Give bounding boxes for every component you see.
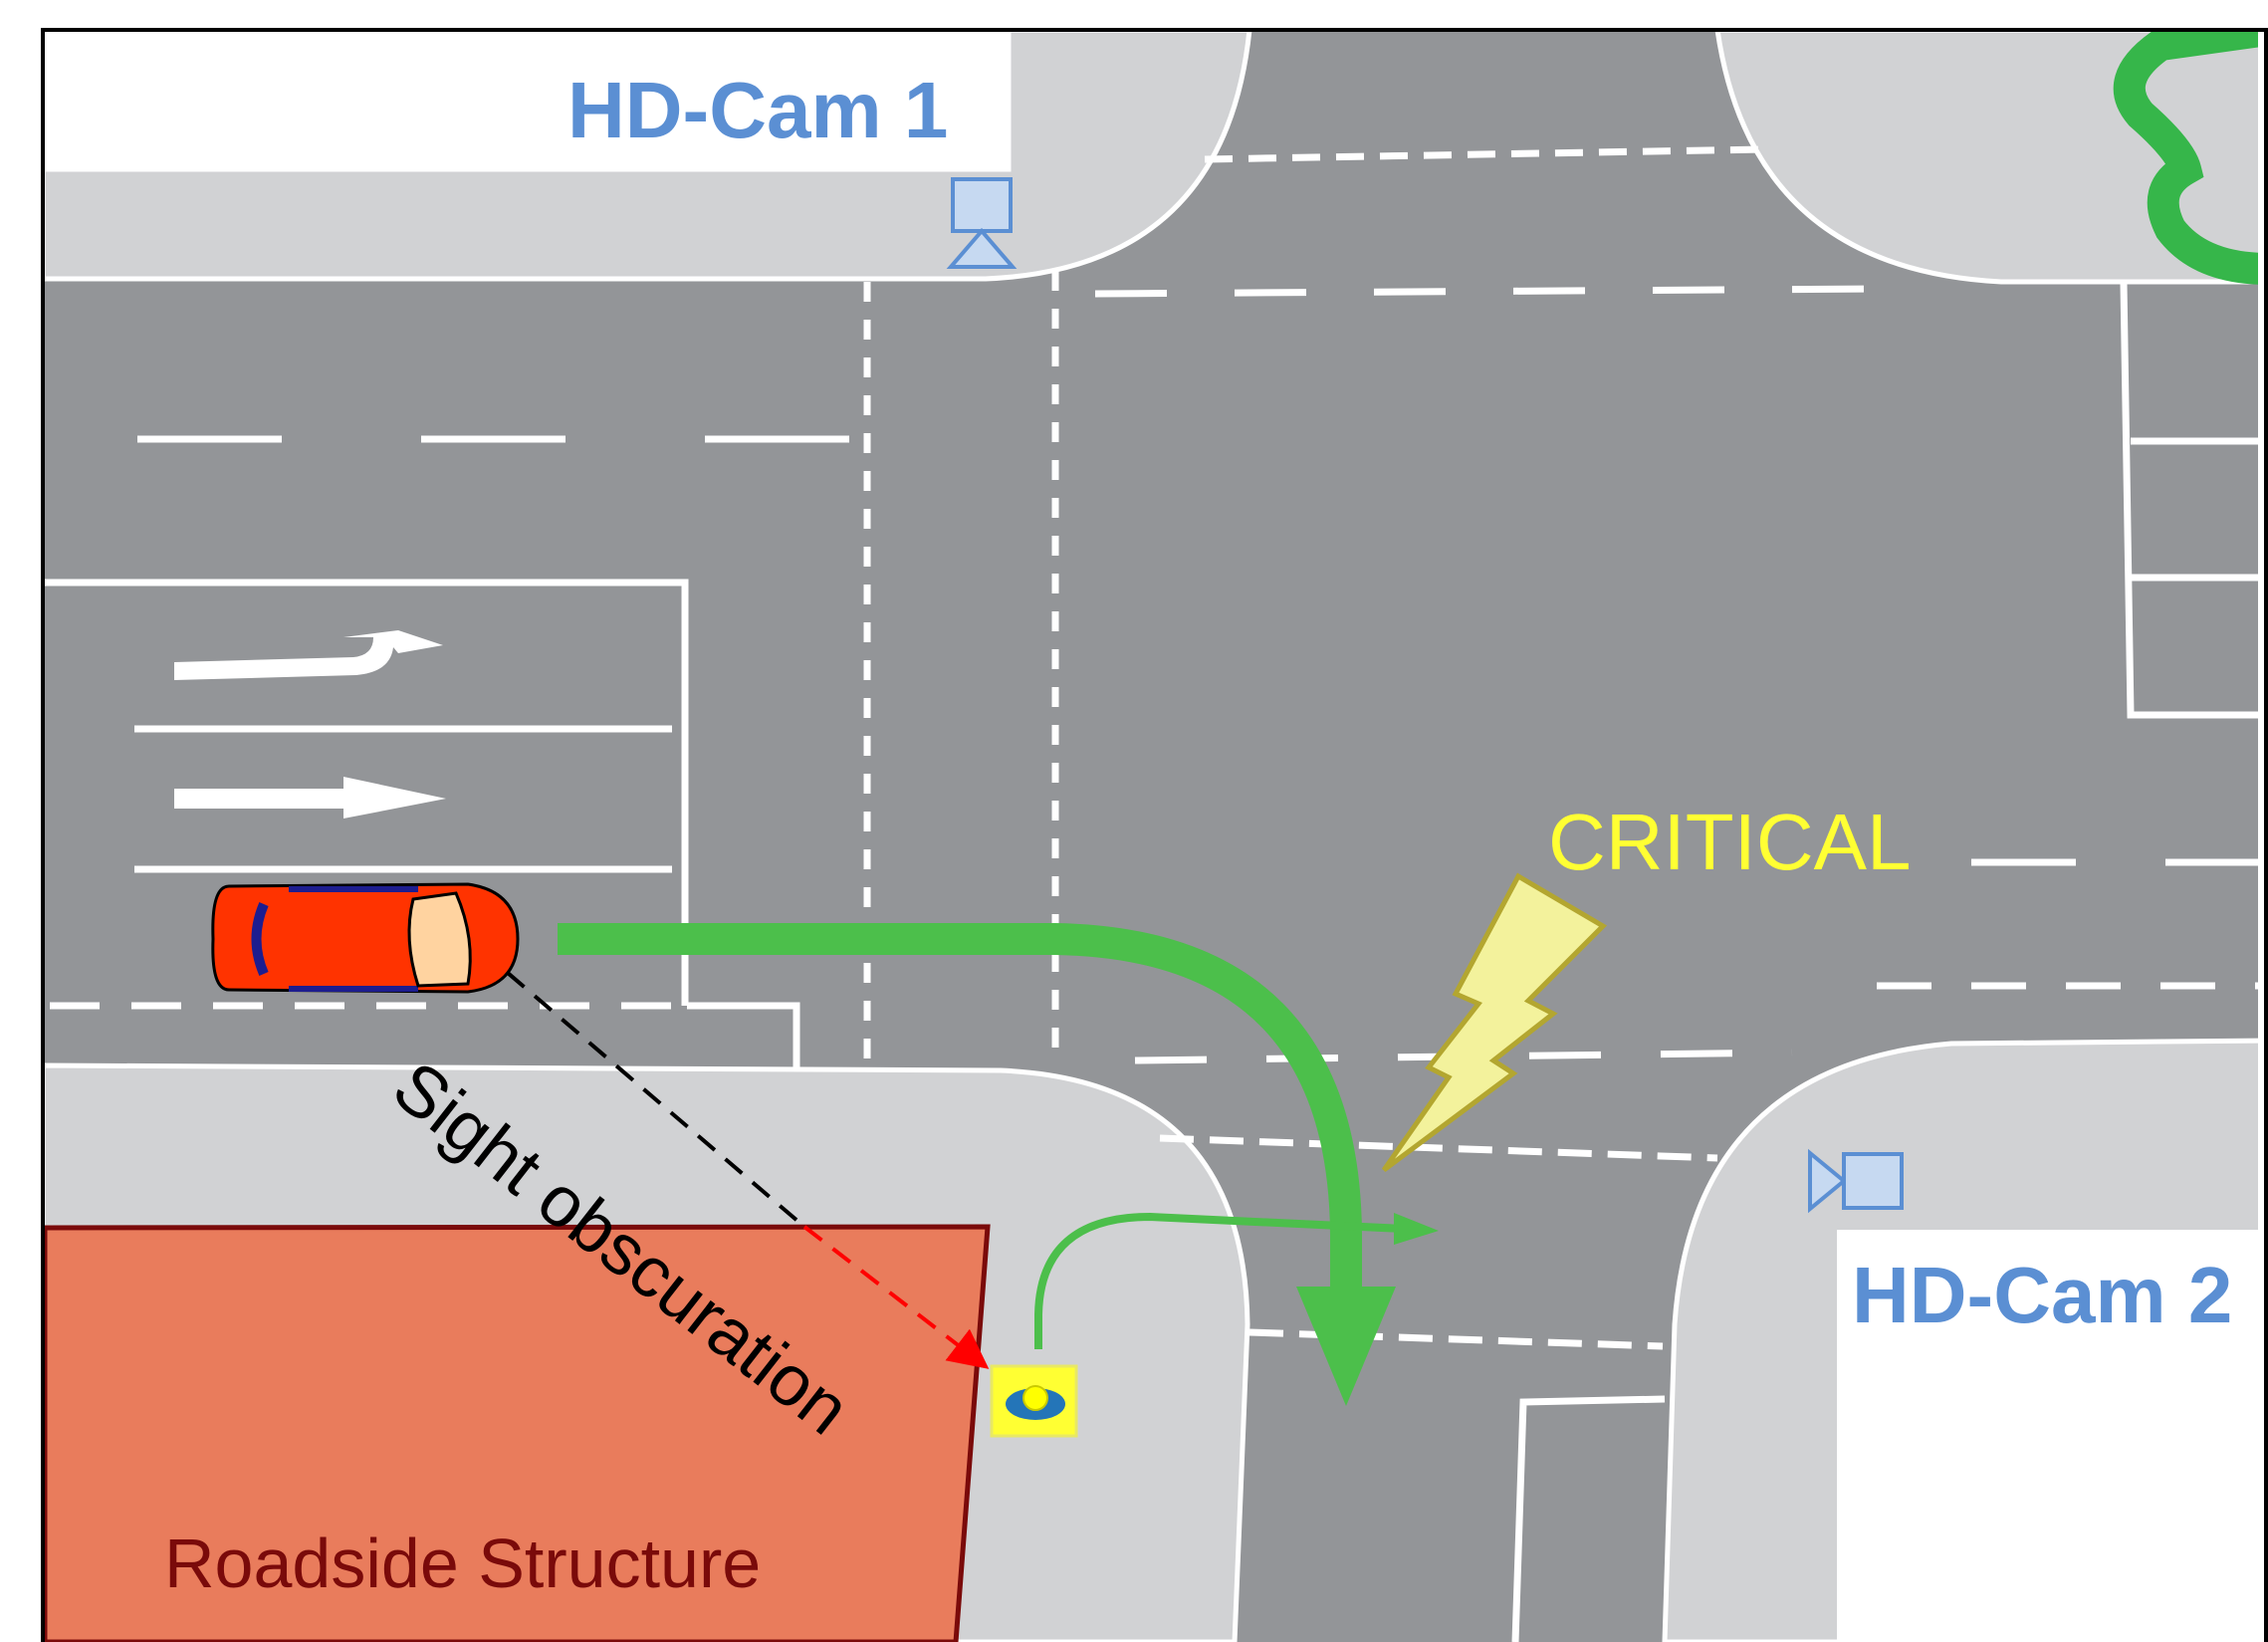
roadside-structure-label: Roadside Structure: [164, 1525, 762, 1602]
sidewalk-top-left: [43, 30, 1252, 282]
straight-arrow-icon: [174, 777, 446, 819]
pedestrian-trajectory-arrow: [1034, 1212, 1439, 1349]
camera-1-label: HD-Cam 1: [567, 66, 949, 154]
building-lot-top-left: [43, 30, 1009, 169]
surveillance-camera-icon-2: [1808, 1148, 1904, 1214]
vehicle-trajectory-arrow: [558, 923, 1396, 1406]
sight-line: [451, 924, 806, 1229]
turn-arrow-icon: [174, 630, 443, 680]
surveillance-camera-icon-1: [946, 177, 1018, 269]
building-lot-bottom-right: [1837, 1230, 2258, 1642]
lightning-bolt-icon: [1381, 872, 1608, 1173]
diagram-frame: [41, 28, 2268, 1642]
camera-2-label: HD-Cam 2: [1852, 1251, 2233, 1339]
red-car-icon: [211, 882, 520, 994]
critical-label: CRITICAL: [1548, 798, 1912, 886]
sight-line-obscured: [802, 1225, 990, 1369]
pedestrian-top-view-icon: [990, 1364, 1078, 1438]
road-arrows: [174, 630, 446, 819]
tree-icon: [2113, 30, 2258, 285]
